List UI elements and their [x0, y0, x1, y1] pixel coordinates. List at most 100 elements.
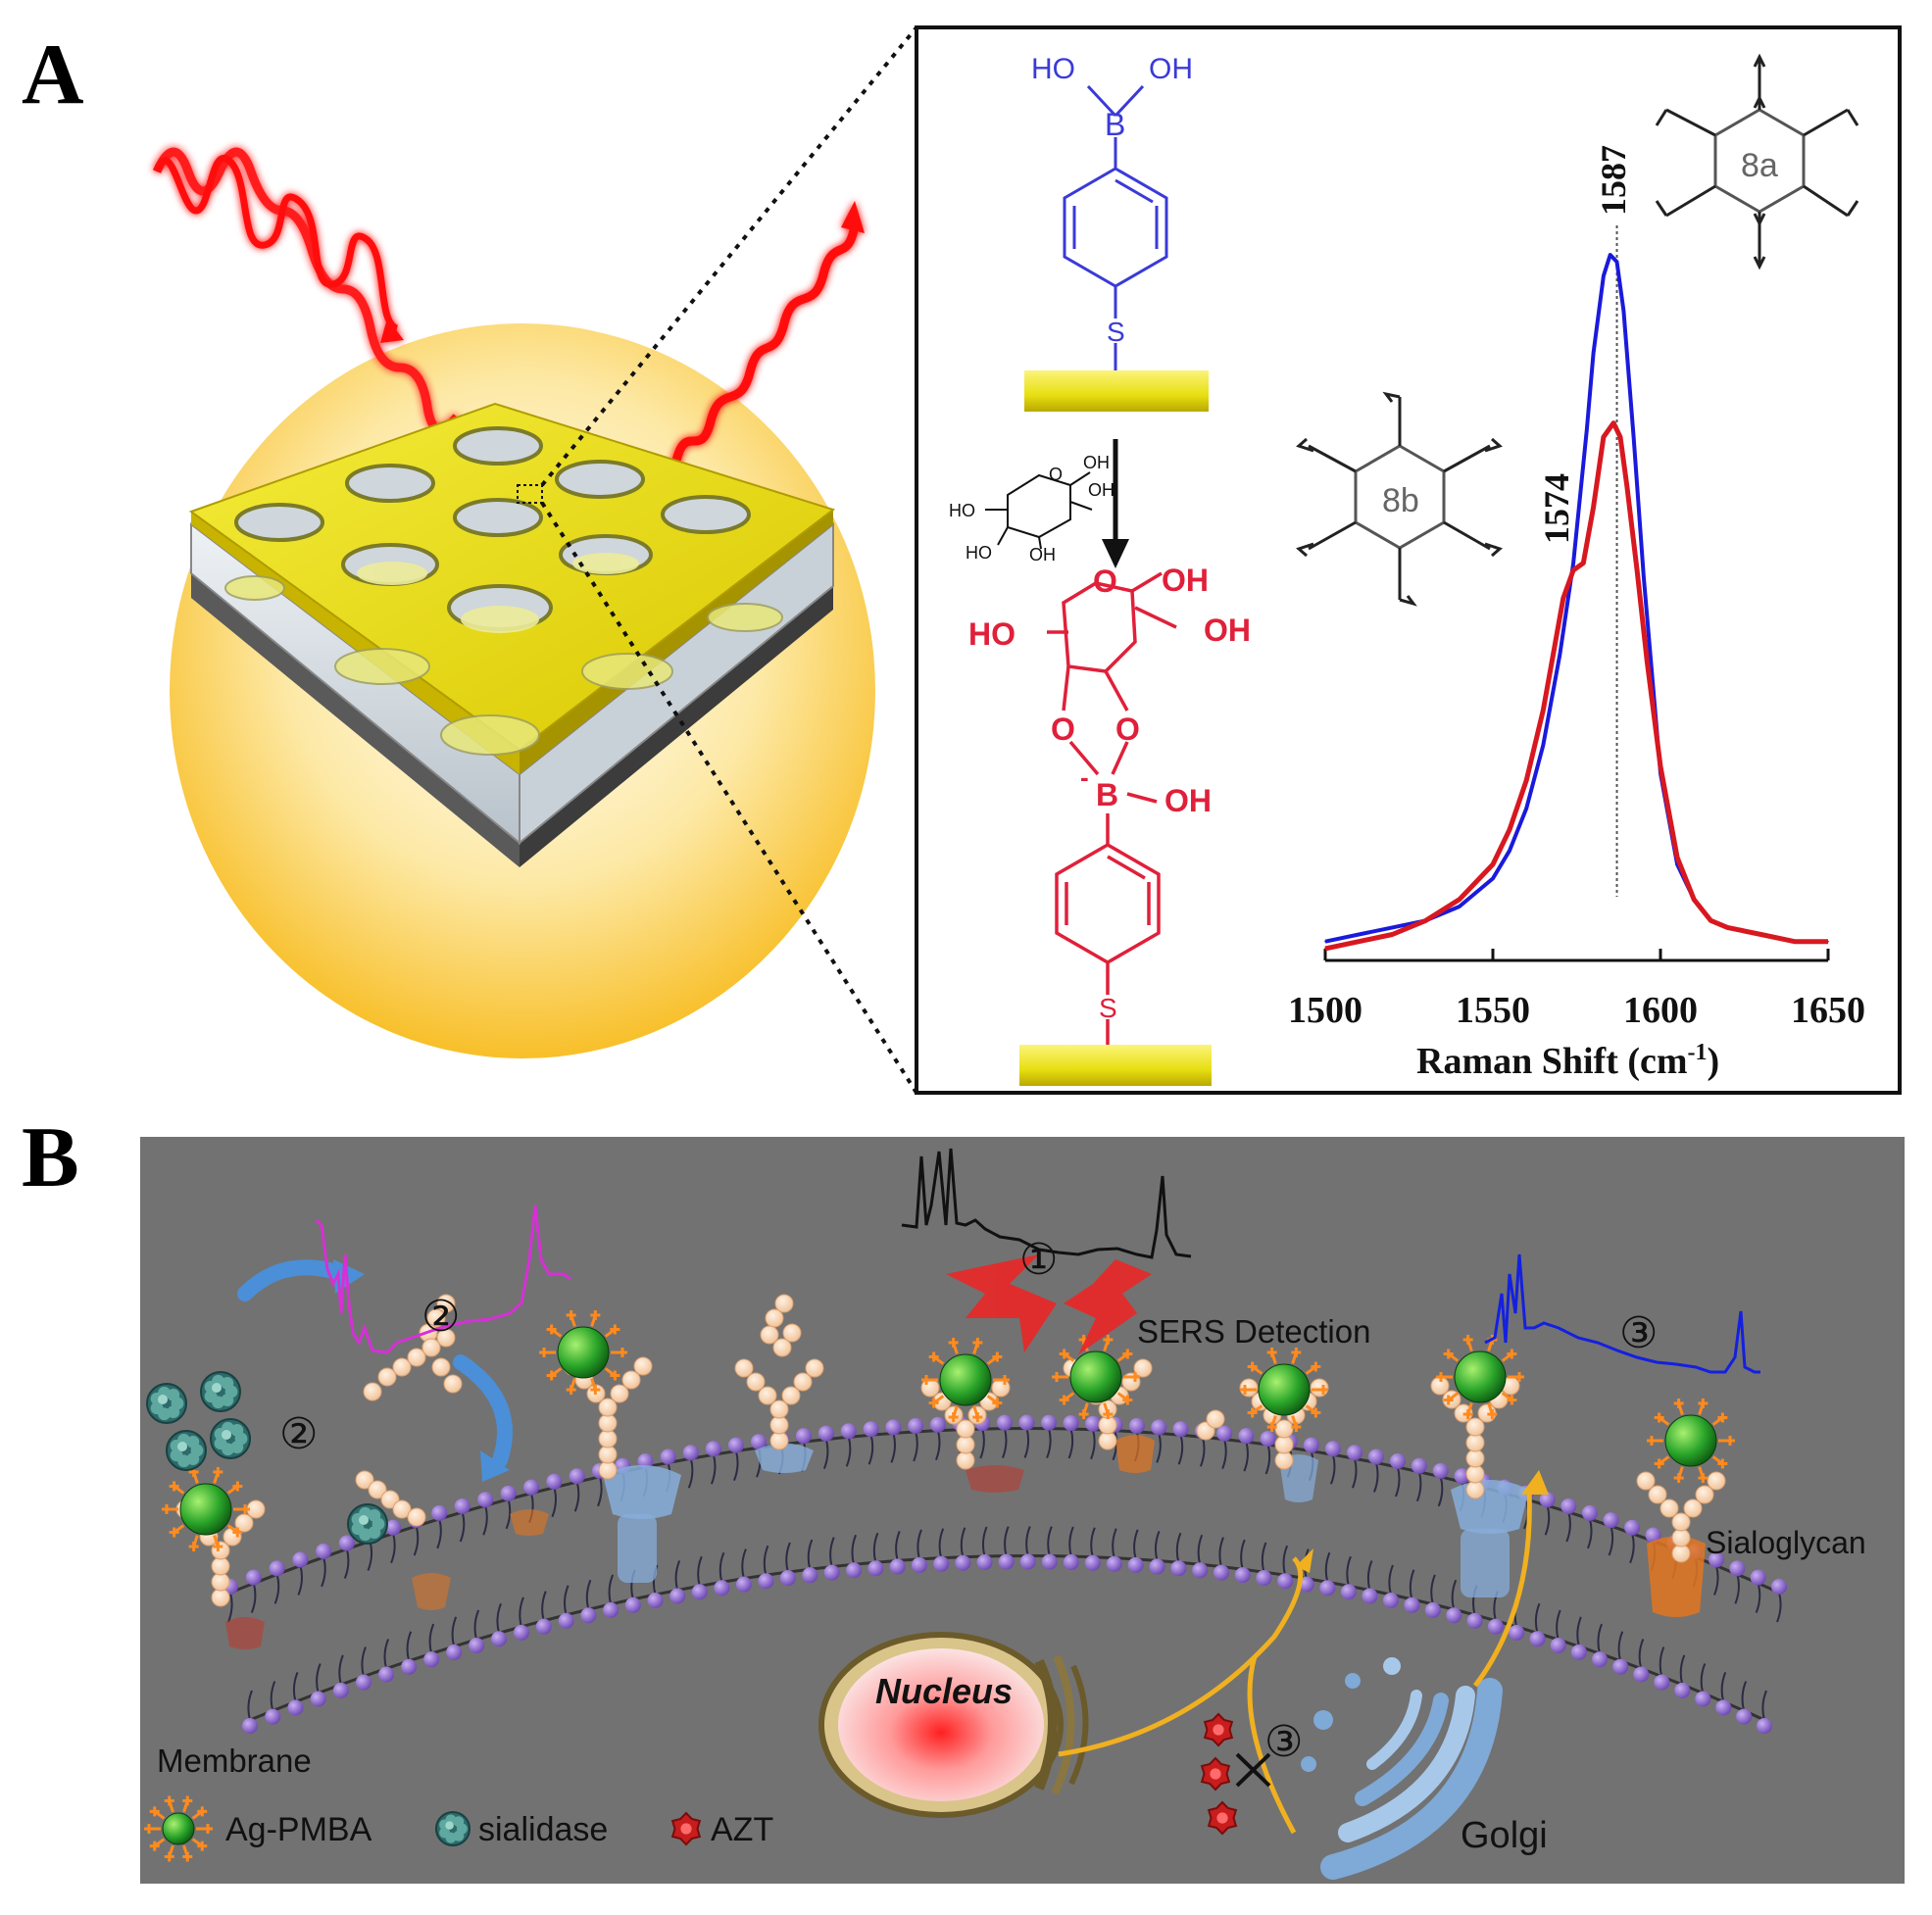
lipid-head	[1624, 1519, 1641, 1536]
lipid-tail	[1700, 1565, 1719, 1694]
lipid-head	[355, 1674, 372, 1691]
product-o-left: O	[1051, 712, 1075, 747]
raman-data-point	[1643, 576, 1645, 578]
raman-data-point	[1525, 808, 1527, 810]
lipid-head	[1581, 1504, 1598, 1521]
lipid-tail	[390, 1533, 413, 1661]
sialidase-enzyme	[347, 1503, 388, 1545]
lipid-tail	[505, 1498, 524, 1628]
sugar-bead	[805, 1358, 824, 1378]
cleavage-arrows	[237, 1259, 513, 1468]
lipid-head	[863, 1421, 879, 1438]
legend-azt-icon	[670, 1811, 702, 1846]
lipid-head	[1260, 1431, 1276, 1448]
transport-arrowhead-2	[1521, 1470, 1549, 1495]
sugar-bead	[598, 1445, 618, 1464]
raman-data-point	[1585, 428, 1588, 431]
lipid-head	[245, 1569, 262, 1586]
lipid-head	[660, 1449, 676, 1465]
lipid-tail	[1366, 1462, 1379, 1591]
sugar-bead	[772, 1338, 792, 1357]
lipid-head	[624, 1596, 641, 1613]
lipid-head	[1654, 1674, 1670, 1691]
lipid-tail	[1409, 1471, 1422, 1600]
lipid-head	[454, 1498, 471, 1514]
lipid-head	[955, 1554, 971, 1571]
raman-data-point	[1759, 933, 1762, 936]
lipid-head	[292, 1551, 309, 1568]
x-tick-label: 1600	[1623, 990, 1698, 1031]
raman-data-point	[1626, 485, 1628, 487]
gold-surface-top	[1024, 370, 1209, 412]
lipid-tail	[436, 1518, 458, 1647]
lipid-head	[1256, 1570, 1272, 1587]
lipid-head	[1708, 1551, 1724, 1568]
glycan-transport-arrows	[1058, 1489, 1532, 1835]
lipid-head	[1340, 1584, 1357, 1600]
lipid-head	[735, 1576, 752, 1593]
step-label-3-azt: ③	[1264, 1718, 1303, 1766]
lipid-head	[1346, 1445, 1362, 1461]
sugar-bead	[769, 1431, 789, 1450]
raman-data-point	[1542, 709, 1545, 712]
lipid-head	[823, 1564, 840, 1581]
lipid-tail	[1576, 1518, 1593, 1647]
raman-data-point	[1646, 660, 1649, 663]
lipid-tail	[1154, 1433, 1162, 1561]
zoom-inset-frame	[915, 25, 1902, 1095]
lipid-head	[1715, 1699, 1732, 1716]
lipid-head	[1466, 1612, 1483, 1629]
sugar-bead	[368, 1480, 387, 1499]
lipid-head	[885, 1419, 902, 1436]
product-ring-o: O	[1093, 564, 1117, 599]
raman-data-point	[1572, 568, 1574, 571]
lipid-head	[1411, 1457, 1427, 1474]
lipid-tail	[250, 1583, 276, 1711]
legend-sialidase-label: sialidase	[478, 1811, 608, 1848]
sugar-bead	[598, 1413, 618, 1433]
lipid-head	[758, 1573, 774, 1590]
lipid-head	[338, 1535, 355, 1551]
raman-data-point	[1459, 899, 1461, 901]
lipid-head	[1389, 1453, 1406, 1470]
lipid-head	[1238, 1428, 1255, 1445]
raman-data-point	[1358, 940, 1360, 943]
product-oh-b: OH	[1164, 783, 1212, 818]
fructose-ho-3: HO	[949, 501, 975, 520]
sugar-bead	[991, 1378, 1011, 1398]
panel-b-letter: B	[22, 1110, 79, 1205]
lipid-head	[446, 1644, 463, 1660]
sugar-bead	[1465, 1449, 1485, 1468]
lipid-tail	[343, 1548, 367, 1677]
lipid-tail	[687, 1458, 703, 1587]
mode-8b-label: 8b	[1382, 482, 1419, 519]
lipid-tail	[1240, 1441, 1249, 1570]
lipid-head	[817, 1425, 834, 1442]
raman-data-point	[1492, 877, 1494, 880]
series-layer	[1324, 253, 1829, 952]
lipid-tail	[482, 1505, 502, 1634]
sugar-bead	[598, 1460, 618, 1480]
ag-pmba-particles	[162, 1309, 1735, 1552]
sugar-bead	[211, 1556, 230, 1576]
mode-8a-label: 8a	[1741, 147, 1778, 184]
lipid-head	[846, 1562, 863, 1579]
lipid-head	[1303, 1437, 1319, 1453]
sugar-bead	[956, 1450, 975, 1470]
lipid-tail	[1090, 1429, 1096, 1557]
sugar-bead	[407, 1348, 426, 1367]
lipid-head	[332, 1682, 349, 1698]
raman-data-point	[1358, 933, 1360, 936]
lipid-head	[580, 1607, 597, 1624]
product-oh-top: OH	[1162, 563, 1209, 598]
sialidase-enzyme	[146, 1383, 187, 1424]
lipid-tail	[710, 1454, 725, 1583]
raman-data-point	[1632, 436, 1635, 438]
azt-molecule	[1207, 1800, 1238, 1836]
raman-series-line	[1324, 420, 1828, 952]
lipid-head	[1213, 1564, 1229, 1581]
sugar-bead	[426, 1308, 446, 1328]
lipid-head	[1446, 1607, 1462, 1624]
cleavage-arrowhead-1	[333, 1259, 365, 1294]
lipid-head	[423, 1651, 440, 1668]
